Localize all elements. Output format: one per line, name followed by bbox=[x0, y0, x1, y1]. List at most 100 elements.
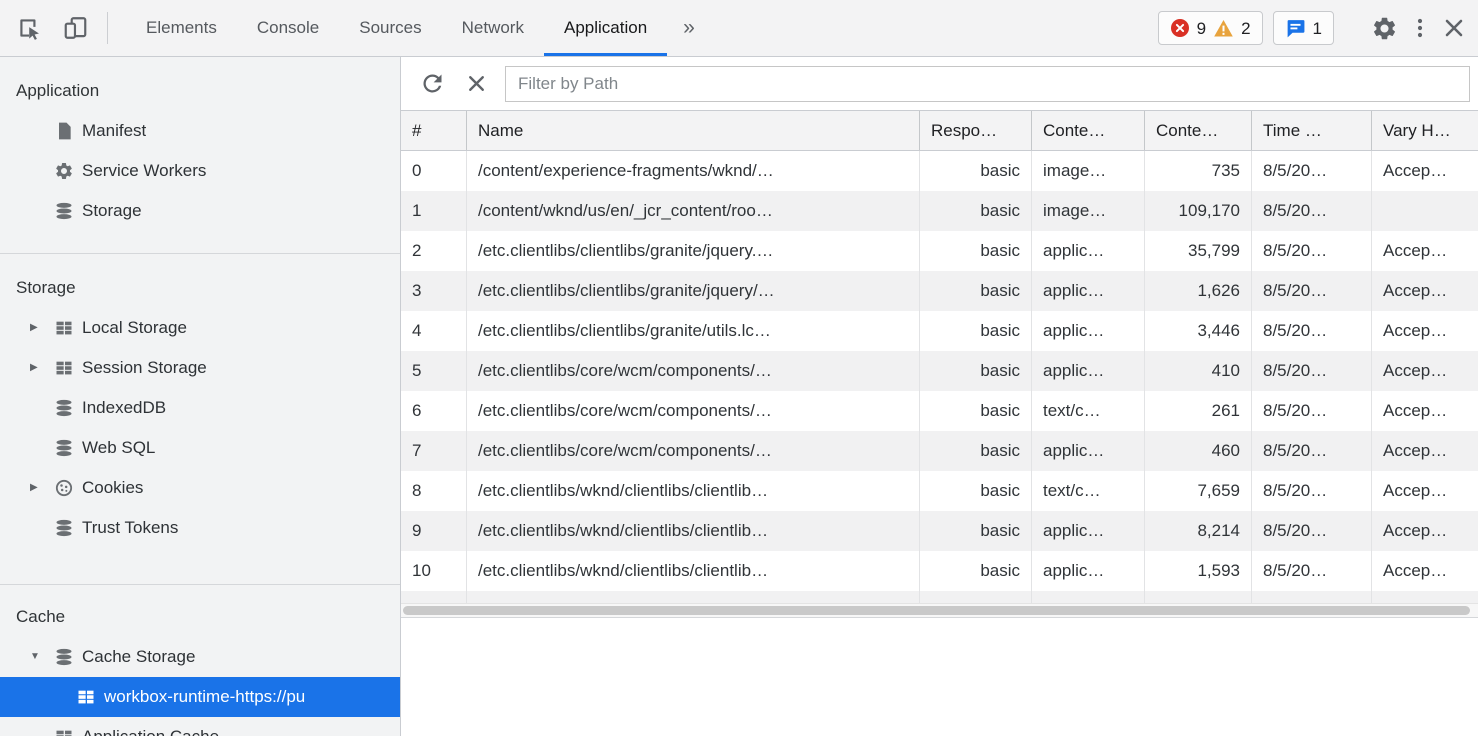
section-title-application: Application bbox=[16, 81, 100, 100]
sidebar-item-cache-storage[interactable]: ▼ Cache Storage bbox=[0, 637, 400, 677]
table-row[interactable]: 2/etc.clientlibs/clientlibs/granite/jque… bbox=[401, 231, 1478, 271]
cell-content_length: 410 bbox=[1145, 351, 1252, 391]
cookie-icon bbox=[54, 478, 82, 498]
table-row[interactable]: 3/etc.clientlibs/clientlibs/granite/jque… bbox=[401, 271, 1478, 311]
cell-content_length: 3,446 bbox=[1145, 311, 1252, 351]
table-row[interactable]: 1/content/wknd/us/en/_jcr_content/roo…ba… bbox=[401, 191, 1478, 231]
disclosure-triangle-icon[interactable]: ▶ bbox=[30, 482, 38, 493]
table-row[interactable]: 8/etc.clientlibs/wknd/clientlibs/clientl… bbox=[401, 471, 1478, 511]
cell-response_type: basic bbox=[920, 191, 1032, 231]
grid-icon bbox=[54, 318, 82, 338]
section-title-storage: Storage bbox=[16, 278, 76, 297]
cell-content_type: applic… bbox=[1032, 551, 1145, 591]
column-header-6-vary-h[interactable]: Vary H… bbox=[1383, 120, 1451, 140]
console-errors-warnings-badge[interactable]: 9 2 bbox=[1157, 11, 1263, 45]
issues-badge[interactable]: 1 bbox=[1272, 11, 1334, 45]
disclosure-triangle-icon[interactable]: ▶ bbox=[30, 322, 38, 333]
document-icon bbox=[54, 121, 82, 141]
settings-gear-icon[interactable] bbox=[1371, 15, 1398, 42]
sidebar-item-storage[interactable]: Storage bbox=[0, 191, 400, 231]
cell-content_type: text/c… bbox=[1032, 391, 1145, 431]
cell-content_length: 1,626 bbox=[1145, 271, 1252, 311]
cell-name: /etc.clientlibs/clientlibs/granite/jquer… bbox=[467, 231, 920, 271]
cell-response_type: basic bbox=[920, 591, 1032, 603]
cell-time: 8/5/20… bbox=[1252, 391, 1372, 431]
tabbar-right-controls: 9 2 1 bbox=[1157, 0, 1478, 56]
sidebar-item-trust-tokens[interactable]: Trust Tokens bbox=[0, 508, 400, 548]
inspect-element-icon[interactable] bbox=[16, 15, 42, 41]
refresh-icon[interactable] bbox=[419, 70, 446, 97]
cell-response_type: basic bbox=[920, 271, 1032, 311]
tab-network[interactable]: Network bbox=[461, 18, 524, 37]
warning-icon bbox=[1213, 19, 1234, 38]
sidebar-item-cookies[interactable]: ▶Cookies bbox=[0, 468, 400, 508]
cell-time: 8/5/20… bbox=[1252, 431, 1372, 471]
sidebar-item-label: workbox-runtime-https://pu bbox=[104, 687, 306, 706]
tab-console[interactable]: Console bbox=[256, 18, 320, 37]
cache-toolbar bbox=[401, 57, 1478, 110]
sidebar-item-web-sql[interactable]: Web SQL bbox=[0, 428, 400, 468]
cell-content_type: text/c… bbox=[1032, 471, 1145, 511]
cell-name: /etc.clientlibs/core/wcm/components/… bbox=[467, 351, 920, 391]
cell-name: /etc.clientlibs/core/wcm/components/… bbox=[467, 391, 920, 431]
cell-num: 4 bbox=[401, 311, 467, 351]
device-toolbar-icon[interactable] bbox=[62, 15, 89, 41]
tab-elements[interactable]: Elements bbox=[146, 18, 217, 37]
column-header-5-time[interactable]: Time … bbox=[1252, 111, 1372, 150]
column-header-4-conte[interactable]: Conte… bbox=[1145, 111, 1252, 150]
sidebar-item-workbox-runtime-https-pu[interactable]: workbox-runtime-https://pu bbox=[0, 677, 400, 717]
sidebar-item-application-cache[interactable]: Application Cache bbox=[0, 717, 400, 736]
cell-name: /etc.clientlibs/wknd/clientlibs/clientli… bbox=[467, 511, 920, 551]
sidebar-item-local-storage[interactable]: ▶Local Storage bbox=[0, 308, 400, 348]
scrollbar-thumb[interactable] bbox=[403, 606, 1470, 615]
grid-icon bbox=[54, 727, 82, 736]
column-header-1-name[interactable]: Name bbox=[467, 111, 920, 150]
column-header-2-respo[interactable]: Respo… bbox=[920, 111, 1032, 150]
table-row[interactable]: 0/content/experience-fragments/wknd/…bas… bbox=[401, 151, 1478, 191]
tab-sources[interactable]: Sources bbox=[359, 18, 422, 37]
cell-content_length: 460 bbox=[1145, 431, 1252, 471]
sidebar-item-label: Trust Tokens bbox=[82, 518, 179, 537]
cell-content_length: 735 bbox=[1145, 151, 1252, 191]
horizontal-scrollbar[interactable] bbox=[401, 603, 1478, 617]
column-header-0-num[interactable]: # bbox=[401, 111, 467, 150]
cell-vary: Accep… bbox=[1383, 561, 1448, 580]
table-row[interactable]: 7/etc.clientlibs/core/wcm/components/…ba… bbox=[401, 431, 1478, 471]
table-row[interactable]: 10/etc.clientlibs/wknd/clientlibs/client… bbox=[401, 551, 1478, 591]
cell-content_type: image… bbox=[1032, 151, 1145, 191]
disclosure-triangle-icon[interactable]: ▼ bbox=[30, 651, 40, 662]
disclosure-triangle-icon[interactable]: ▶ bbox=[30, 362, 38, 373]
cell-vary: Accep… bbox=[1383, 361, 1448, 380]
cell-content_length: 7,659 bbox=[1145, 471, 1252, 511]
delete-selected-icon[interactable] bbox=[464, 71, 489, 96]
sidebar-item-label: Cache Storage bbox=[82, 647, 196, 666]
cell-content_type: applic… bbox=[1032, 271, 1145, 311]
table-row[interactable]: 11/etc.clientlibs/wknd/clientlibs/client… bbox=[401, 591, 1478, 603]
cell-response_type: basic bbox=[920, 431, 1032, 471]
sidebar-item-indexeddb[interactable]: IndexedDB bbox=[0, 388, 400, 428]
cell-name: /etc.clientlibs/clientlibs/granite/utils… bbox=[467, 311, 920, 351]
cell-time: 8/5/20… bbox=[1252, 551, 1372, 591]
cell-content_type: applic… bbox=[1032, 231, 1145, 271]
sidebar-item-label: Application Cache bbox=[82, 727, 219, 736]
table-row[interactable]: 6/etc.clientlibs/core/wcm/components/…ba… bbox=[401, 391, 1478, 431]
table-row[interactable]: 9/etc.clientlibs/wknd/clientlibs/clientl… bbox=[401, 511, 1478, 551]
sidebar-item-label: Manifest bbox=[82, 121, 147, 140]
sidebar-item-manifest[interactable]: Manifest bbox=[0, 111, 400, 151]
tab-application[interactable]: Application bbox=[543, 0, 668, 56]
cell-content_type: applic… bbox=[1032, 511, 1145, 551]
more-tabs-icon[interactable]: » bbox=[683, 16, 695, 39]
kebab-menu-icon[interactable] bbox=[1408, 15, 1432, 41]
cache-table-rows: 0/content/experience-fragments/wknd/…bas… bbox=[401, 151, 1478, 603]
close-devtools-icon[interactable] bbox=[1442, 16, 1466, 40]
filter-by-path-input[interactable] bbox=[505, 65, 1470, 102]
cell-content_type: applic… bbox=[1032, 431, 1145, 471]
sidebar-item-service-workers[interactable]: Service Workers bbox=[0, 151, 400, 191]
table-row[interactable]: 5/etc.clientlibs/core/wcm/components/…ba… bbox=[401, 351, 1478, 391]
table-row[interactable]: 4/etc.clientlibs/clientlibs/granite/util… bbox=[401, 311, 1478, 351]
sidebar-item-session-storage[interactable]: ▶Session Storage bbox=[0, 348, 400, 388]
column-header-3-conte[interactable]: Conte… bbox=[1032, 111, 1145, 150]
